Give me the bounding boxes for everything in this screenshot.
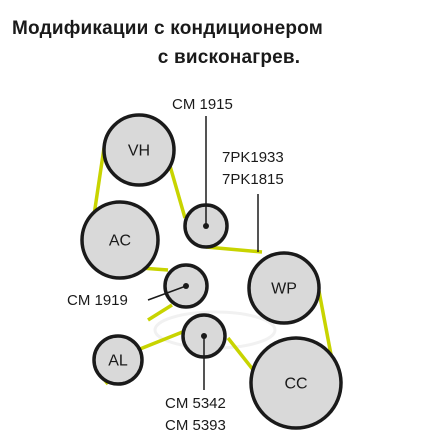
label-cm1919: CM 1919 [67, 292, 128, 309]
pulley-al: AL [92, 334, 144, 386]
label-belt-7pk1933: 7PK1933 [222, 149, 284, 166]
pulley-ac-label: AC [109, 233, 131, 250]
pulley-cc-label: CC [284, 376, 307, 393]
diagram-title-line2: с висконагрев. [157, 47, 301, 68]
pulley-al-label: AL [108, 353, 128, 370]
label-belt-7pk1815: 7PK1815 [222, 171, 284, 188]
pulley-vh: VH [102, 113, 176, 187]
label-cm5342: CM 5342 [165, 395, 226, 412]
pulley-vh-label: VH [128, 143, 150, 160]
pulley-wp: WP [247, 251, 321, 325]
leader-lines [147, 116, 259, 390]
pulley-ac: AC [80, 200, 160, 280]
label-cm5393: CM 5393 [165, 417, 226, 434]
pulley-wp-label: WP [271, 281, 297, 298]
pulley-cc: CC [249, 336, 343, 430]
label-cm1915: CM 1915 [172, 96, 233, 113]
diagram-title-line1: Модификации с кондиционером [12, 18, 323, 39]
